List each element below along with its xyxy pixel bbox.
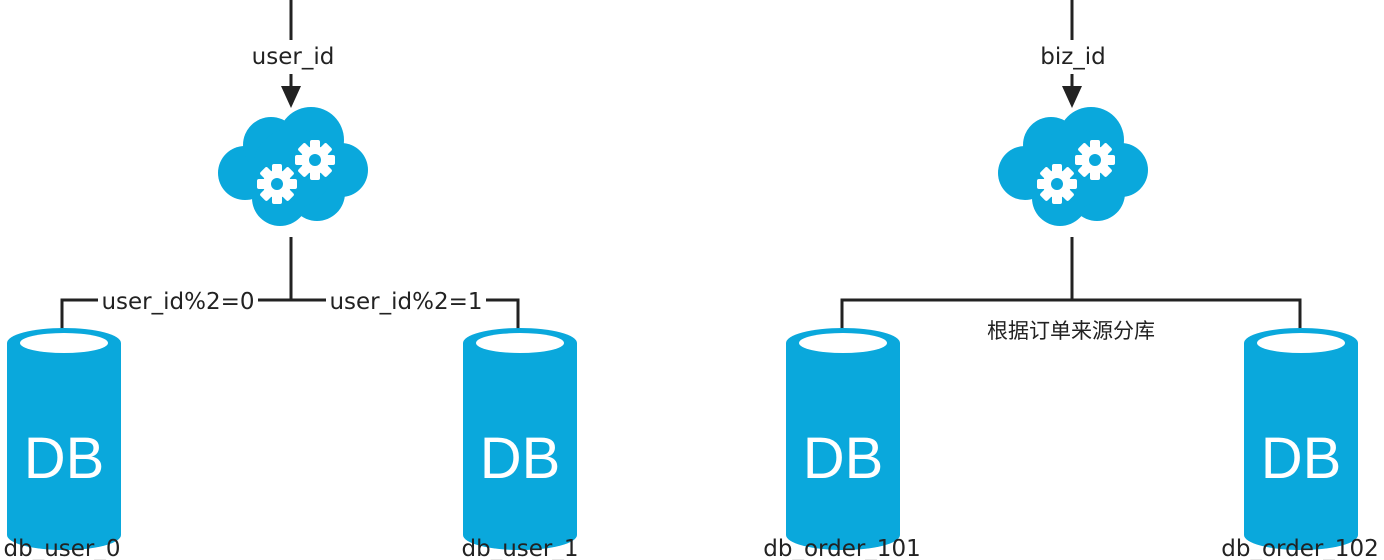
db-icon-text: DB: [803, 426, 884, 491]
db-name-label: db_user_0: [4, 536, 121, 560]
branch-right-line: [1072, 298, 1302, 342]
db-name-label: db_order_101: [763, 536, 920, 560]
branch-left-label: user_id%2=0: [101, 289, 254, 315]
input-arrowhead: [281, 86, 301, 108]
branch-right-label: user_id%2=1: [329, 289, 482, 315]
cloud-gears-icon: [998, 107, 1148, 226]
gear-icon: [295, 140, 335, 180]
branch-left-line: [840, 298, 1072, 342]
database-icon: DB: [1244, 328, 1358, 550]
gear-icon: [1075, 140, 1115, 180]
database-icon: DB: [463, 328, 577, 550]
input-arrowhead: [1062, 86, 1082, 108]
db-icon-text: DB: [24, 426, 105, 491]
database-icon: DB: [786, 328, 900, 550]
db-icon-text: DB: [480, 426, 561, 491]
right-group: biz_id 根据订单来源分库 DB db_order_101: [763, 0, 1379, 560]
left-group: user_id user_id%2=0 user_id%2=1: [4, 0, 579, 560]
gear-icon: [1037, 164, 1077, 204]
database-icon: DB: [7, 328, 121, 550]
gear-icon: [257, 164, 297, 204]
input-label: user_id: [252, 44, 335, 70]
input-label: biz_id: [1040, 44, 1106, 70]
db-name-label: db_order_102: [1221, 536, 1378, 560]
branch-label: 根据订单来源分库: [987, 319, 1155, 343]
db-name-label: db_user_1: [462, 536, 579, 560]
db-icon-text: DB: [1261, 426, 1342, 491]
cloud-gears-icon: [218, 107, 368, 226]
